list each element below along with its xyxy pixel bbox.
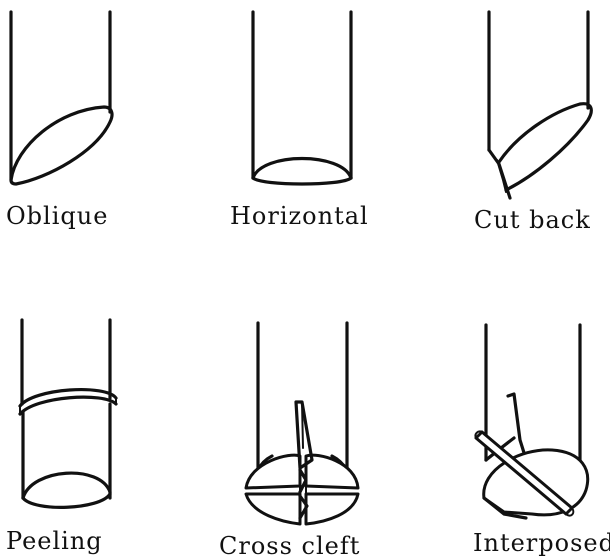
label-horizontal: Horizontal xyxy=(230,202,369,230)
panel-horizontal: Horizontal xyxy=(230,12,369,230)
panel-peeling: Peeling xyxy=(6,320,116,555)
label-peeling: Peeling xyxy=(6,527,103,555)
label-cross-cleft: Cross cleft xyxy=(219,532,360,556)
label-cut-back: Cut back xyxy=(474,206,591,234)
label-oblique: Oblique xyxy=(6,202,108,230)
cross-cleft-drawing xyxy=(246,323,358,524)
label-interposed: Interposed xyxy=(473,529,610,556)
panel-cut-back: Cut back xyxy=(474,12,591,234)
panel-interposed: Interposed xyxy=(473,325,610,556)
cut-back-drawing xyxy=(489,12,591,198)
interposed-drawing xyxy=(475,325,587,518)
horizontal-cut-drawing xyxy=(253,12,351,184)
peeling-drawing xyxy=(20,320,116,507)
panel-oblique: Oblique xyxy=(6,12,112,230)
panel-cross-cleft: Cross cleft xyxy=(219,323,360,556)
oblique-cut-drawing xyxy=(11,12,112,184)
